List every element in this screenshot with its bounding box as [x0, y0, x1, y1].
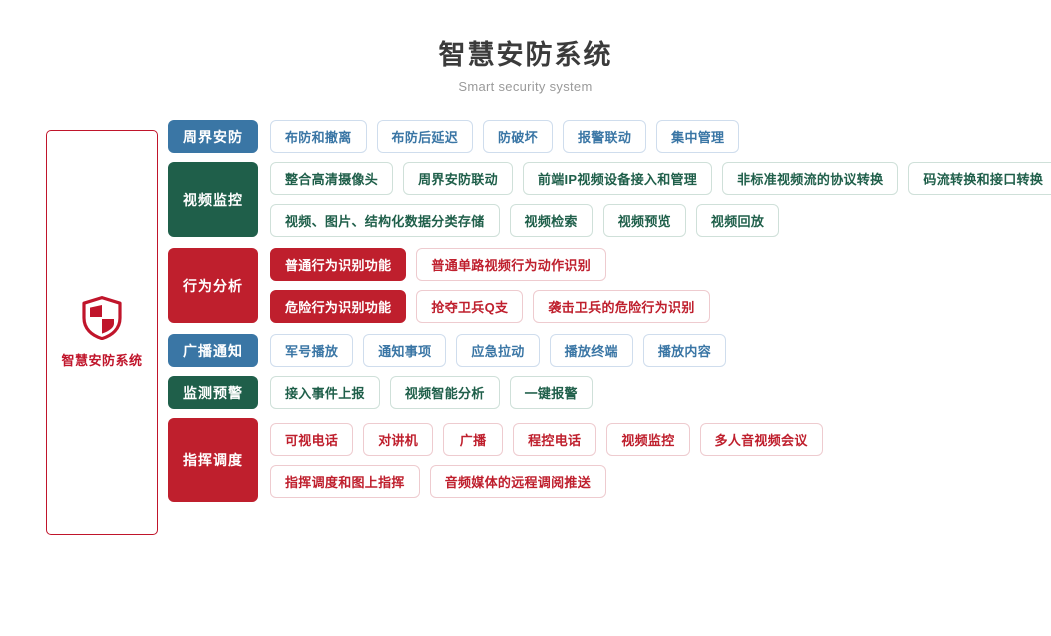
item-line: 整合高清摄像头 周界安防联动 前端IP视频设备接入和管理 非标准视频流的协议转换… — [270, 162, 1051, 195]
feature-chip[interactable]: 视频回放 — [695, 204, 780, 237]
feature-chip[interactable]: 一键报警 — [509, 376, 593, 409]
feature-chip[interactable]: 通知事项 — [363, 334, 447, 367]
category-label-video[interactable]: 视频监控 — [168, 162, 258, 237]
feature-chip[interactable]: 前端IP视频设备接入和管理 — [522, 162, 713, 195]
feature-chip[interactable]: 普通单路视频行为动作识别 — [416, 248, 607, 281]
category-label-broadcast[interactable]: 广播通知 — [168, 334, 258, 367]
item-line: 普通行为识别功能 普通单路视频行为动作识别 — [270, 248, 1051, 281]
item-line: 布防和撤离 布防后延迟 防破坏 报警联动 集中管理 — [270, 120, 1051, 153]
feature-chip[interactable]: 布防后延迟 — [376, 120, 474, 153]
item-line: 指挥调度和图上指挥 音频媒体的远程调阅推送 — [270, 464, 1051, 498]
category-label-behavior[interactable]: 行为分析 — [168, 248, 258, 323]
item-line: 可视电话 对讲机 广播 程控电话 视频监控 多人音视频会议 — [270, 422, 1051, 456]
shield-icon — [82, 296, 122, 340]
feature-chip[interactable]: 接入事件上报 — [270, 376, 380, 409]
feature-chip[interactable]: 视频、图片、结构化数据分类存储 — [270, 204, 500, 237]
feature-chip-active[interactable]: 普通行为识别功能 — [270, 248, 407, 281]
feature-chip[interactable]: 播放终端 — [549, 334, 633, 367]
system-panel-label: 智慧安防系统 — [61, 353, 143, 368]
category-items-monitor: 接入事件上报 视频智能分析 一键报警 — [270, 376, 1051, 409]
feature-chip[interactable]: 周界安防联动 — [403, 162, 513, 195]
feature-chip[interactable]: 对讲机 — [363, 422, 434, 456]
item-line: 接入事件上报 视频智能分析 一键报警 — [270, 376, 1051, 409]
feature-chip[interactable]: 广播 — [443, 422, 504, 456]
category-items-perimeter: 布防和撤离 布防后延迟 防破坏 报警联动 集中管理 — [270, 120, 1051, 153]
feature-chip[interactable]: 布防和撤离 — [270, 120, 367, 153]
category-row-broadcast: 广播通知 军号播放 通知事项 应急拉动 播放终端 播放内容 — [168, 334, 1051, 367]
feature-chip[interactable]: 视频监控 — [606, 422, 690, 456]
feature-chip[interactable]: 抢夺卫兵Q支 — [416, 290, 524, 323]
feature-chip[interactable]: 整合高清摄像头 — [270, 162, 394, 195]
feature-chip[interactable]: 防破坏 — [483, 120, 553, 153]
page-title: 智慧安防系统 — [438, 40, 613, 70]
feature-chip[interactable]: 视频预览 — [602, 204, 686, 237]
feature-chip[interactable]: 军号播放 — [270, 334, 354, 367]
feature-chip[interactable]: 指挥调度和图上指挥 — [270, 464, 420, 498]
feature-chip[interactable]: 非标准视频流的协议转换 — [722, 162, 899, 195]
feature-chip[interactable]: 程控电话 — [513, 422, 597, 456]
feature-chip[interactable]: 集中管理 — [656, 120, 740, 153]
category-items-video: 整合高清摄像头 周界安防联动 前端IP视频设备接入和管理 非标准视频流的协议转换… — [270, 162, 1051, 237]
item-line: 军号播放 通知事项 应急拉动 播放终端 播放内容 — [270, 334, 1051, 367]
category-row-monitor: 监测预警 接入事件上报 视频智能分析 一键报警 — [168, 376, 1051, 409]
feature-chip[interactable]: 多人音视频会议 — [699, 422, 823, 456]
category-row-behavior: 行为分析 普通行为识别功能 普通单路视频行为动作识别 危险行为识别功能 抢夺卫兵… — [168, 248, 1051, 323]
category-row-video: 视频监控 整合高清摄像头 周界安防联动 前端IP视频设备接入和管理 非标准视频流… — [168, 162, 1051, 237]
category-row-perimeter: 周界安防 布防和撤离 布防后延迟 防破坏 报警联动 集中管理 — [168, 120, 1051, 153]
page-subtitle: Smart security system — [458, 79, 593, 94]
feature-chip[interactable]: 可视电话 — [270, 422, 354, 456]
feature-chip[interactable]: 播放内容 — [642, 334, 727, 367]
item-line: 视频、图片、结构化数据分类存储 视频检索 视频预览 视频回放 — [270, 204, 1051, 237]
page-header: 智慧安防系统 Smart security system — [0, 0, 1051, 96]
category-label-monitor[interactable]: 监测预警 — [168, 376, 258, 409]
category-rows: 周界安防 布防和撤离 布防后延迟 防破坏 报警联动 集中管理 视频监控 整合 — [168, 120, 1051, 502]
feature-chip[interactable]: 码流转换和接口转换 — [908, 162, 1051, 195]
feature-chip[interactable]: 音频媒体的远程调阅推送 — [429, 464, 607, 498]
feature-chip[interactable]: 视频检索 — [509, 204, 593, 237]
system-panel: 智慧安防系统 — [46, 130, 158, 535]
feature-chip[interactable]: 视频智能分析 — [389, 376, 500, 409]
feature-chip[interactable]: 袭击卫兵的危险行为识别 — [533, 290, 710, 323]
category-items-broadcast: 军号播放 通知事项 应急拉动 播放终端 播放内容 — [270, 334, 1051, 367]
feature-chip-active[interactable]: 危险行为识别功能 — [270, 290, 407, 323]
feature-chip[interactable]: 应急拉动 — [456, 334, 540, 367]
category-label-perimeter[interactable]: 周界安防 — [168, 120, 258, 153]
category-items-dispatch: 可视电话 对讲机 广播 程控电话 视频监控 多人音视频会议 指挥调度和图上指挥 … — [270, 418, 1051, 502]
architecture-board: 智慧安防系统 周界安防 布防和撤离 布防后延迟 防破坏 报警联动 集中管理 — [0, 120, 1051, 535]
item-line: 危险行为识别功能 抢夺卫兵Q支 袭击卫兵的危险行为识别 — [270, 290, 1051, 323]
category-items-behavior: 普通行为识别功能 普通单路视频行为动作识别 危险行为识别功能 抢夺卫兵Q支 袭击… — [270, 248, 1051, 323]
category-label-dispatch[interactable]: 指挥调度 — [168, 418, 258, 502]
category-row-dispatch: 指挥调度 可视电话 对讲机 广播 程控电话 视频监控 多人音视频会议 指挥调度和… — [168, 418, 1051, 502]
feature-chip[interactable]: 报警联动 — [562, 120, 647, 153]
